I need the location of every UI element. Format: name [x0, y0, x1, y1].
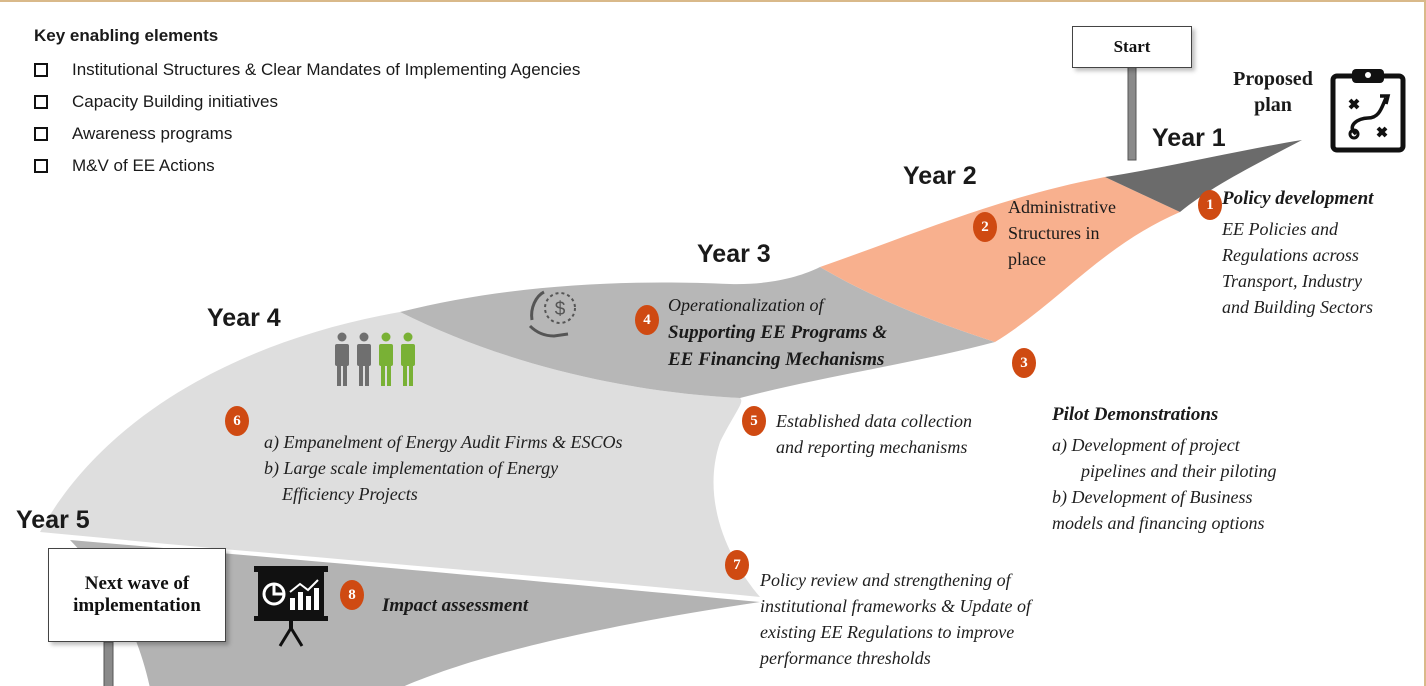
step3-badge: 3 — [1012, 348, 1036, 378]
next-wave-sign-post — [103, 641, 114, 686]
clipboard-plan-icon — [1330, 69, 1406, 153]
step7-badge: 7 — [725, 550, 749, 580]
year3-band — [400, 267, 995, 398]
year4-label: Year 4 — [207, 304, 281, 332]
key-enabling-list: Institutional Structures & Clear Mandate… — [34, 54, 734, 182]
year4-band — [40, 312, 760, 597]
step3-text: a) Development of project pipelines and … — [1052, 435, 1277, 533]
presentation-board-icon — [254, 566, 328, 647]
step2-text: Administrative Structures in place — [1008, 197, 1116, 269]
step4-text: Operationalization of Supporting EE Prog… — [668, 295, 888, 370]
step3-title: Pilot Demonstrations — [1052, 404, 1219, 425]
step1-text: EE Policies and Regulations across Trans… — [1222, 219, 1373, 317]
step5-text: Established data collection and reportin… — [776, 411, 972, 457]
proposed-plan-label: Proposed plan — [1233, 68, 1313, 116]
step6-badge: 6 — [225, 406, 249, 436]
next-wave-sign: Next wave of implementation — [48, 548, 226, 642]
svg-text:$: $ — [555, 299, 566, 320]
year5-label: Year 5 — [16, 506, 90, 534]
checkbox-icon — [34, 95, 48, 109]
year5-band — [70, 540, 760, 686]
list-item: Awareness programs — [34, 118, 734, 150]
step2-badge: 2 — [973, 212, 997, 242]
step8-title: Impact assessment — [382, 595, 529, 616]
list-item: Institutional Structures & Clear Mandate… — [34, 54, 734, 86]
year3-label: Year 3 — [697, 240, 771, 268]
list-item: Capacity Building initiatives — [34, 86, 734, 118]
year2-label: Year 2 — [903, 162, 977, 190]
step4-badge: 4 — [635, 305, 659, 335]
step5-badge: 5 — [742, 406, 766, 436]
key-enabling-elements: Key enabling elements Institutional Stru… — [34, 26, 734, 182]
checkbox-icon — [34, 127, 48, 141]
key-enabling-title: Key enabling elements — [34, 26, 219, 45]
list-item: M&V of EE Actions — [34, 150, 734, 182]
step6-text: a) Empanelment of Energy Audit Firms & E… — [264, 432, 623, 504]
year1-band — [1105, 140, 1302, 212]
checkbox-icon — [34, 63, 48, 77]
year2-band — [820, 177, 1180, 342]
year1-label: Year 1 — [1152, 124, 1226, 152]
step8-badge: 8 — [340, 580, 364, 610]
people-group-icon — [335, 332, 415, 386]
step1-badge: 1 — [1198, 190, 1222, 220]
step7-text: Policy review and strengthening of insti… — [760, 570, 1032, 668]
finance-hand-coin-icon: $ — [528, 290, 576, 338]
checkbox-icon — [34, 159, 48, 173]
start-sign: Start — [1072, 26, 1192, 68]
start-sign-post — [1127, 63, 1137, 161]
step1-title: Policy development — [1222, 188, 1374, 209]
